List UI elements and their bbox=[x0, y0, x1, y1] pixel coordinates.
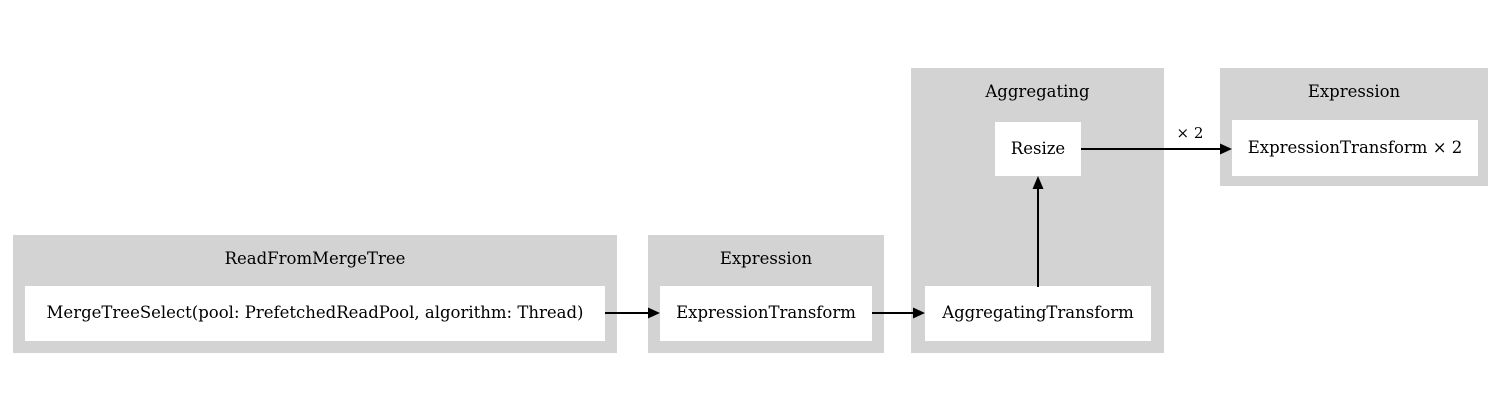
node-aggregating-transform[interactable]: AggregatingTransform bbox=[925, 286, 1151, 341]
node-resize[interactable]: Resize bbox=[995, 122, 1081, 176]
cluster-title-expression-left: Expression bbox=[719, 249, 813, 268]
edge-merge-tree-select-to-expression-transform bbox=[605, 303, 661, 323]
edge-resize-to-expression-transform-x2 bbox=[1081, 139, 1233, 159]
edge-aggregating-transform-to-resize bbox=[1028, 176, 1048, 287]
node-expression-transform-x2[interactable]: ExpressionTransform × 2 bbox=[1232, 120, 1478, 176]
cluster-title-read-from-merge-tree: ReadFromMergeTree bbox=[224, 249, 406, 268]
cluster-title-expression-right: Expression bbox=[1307, 82, 1401, 101]
node-merge-tree-select[interactable]: MergeTreeSelect(pool: PrefetchedReadPool… bbox=[25, 286, 605, 341]
edge-expression-transform-to-aggregating-transform bbox=[872, 303, 926, 323]
cluster-title-aggregating: Aggregating bbox=[985, 82, 1090, 101]
node-expression-transform[interactable]: ExpressionTransform bbox=[660, 286, 872, 341]
edge-label-resize-to-expression-transform-x2: × 2 bbox=[1176, 124, 1204, 142]
